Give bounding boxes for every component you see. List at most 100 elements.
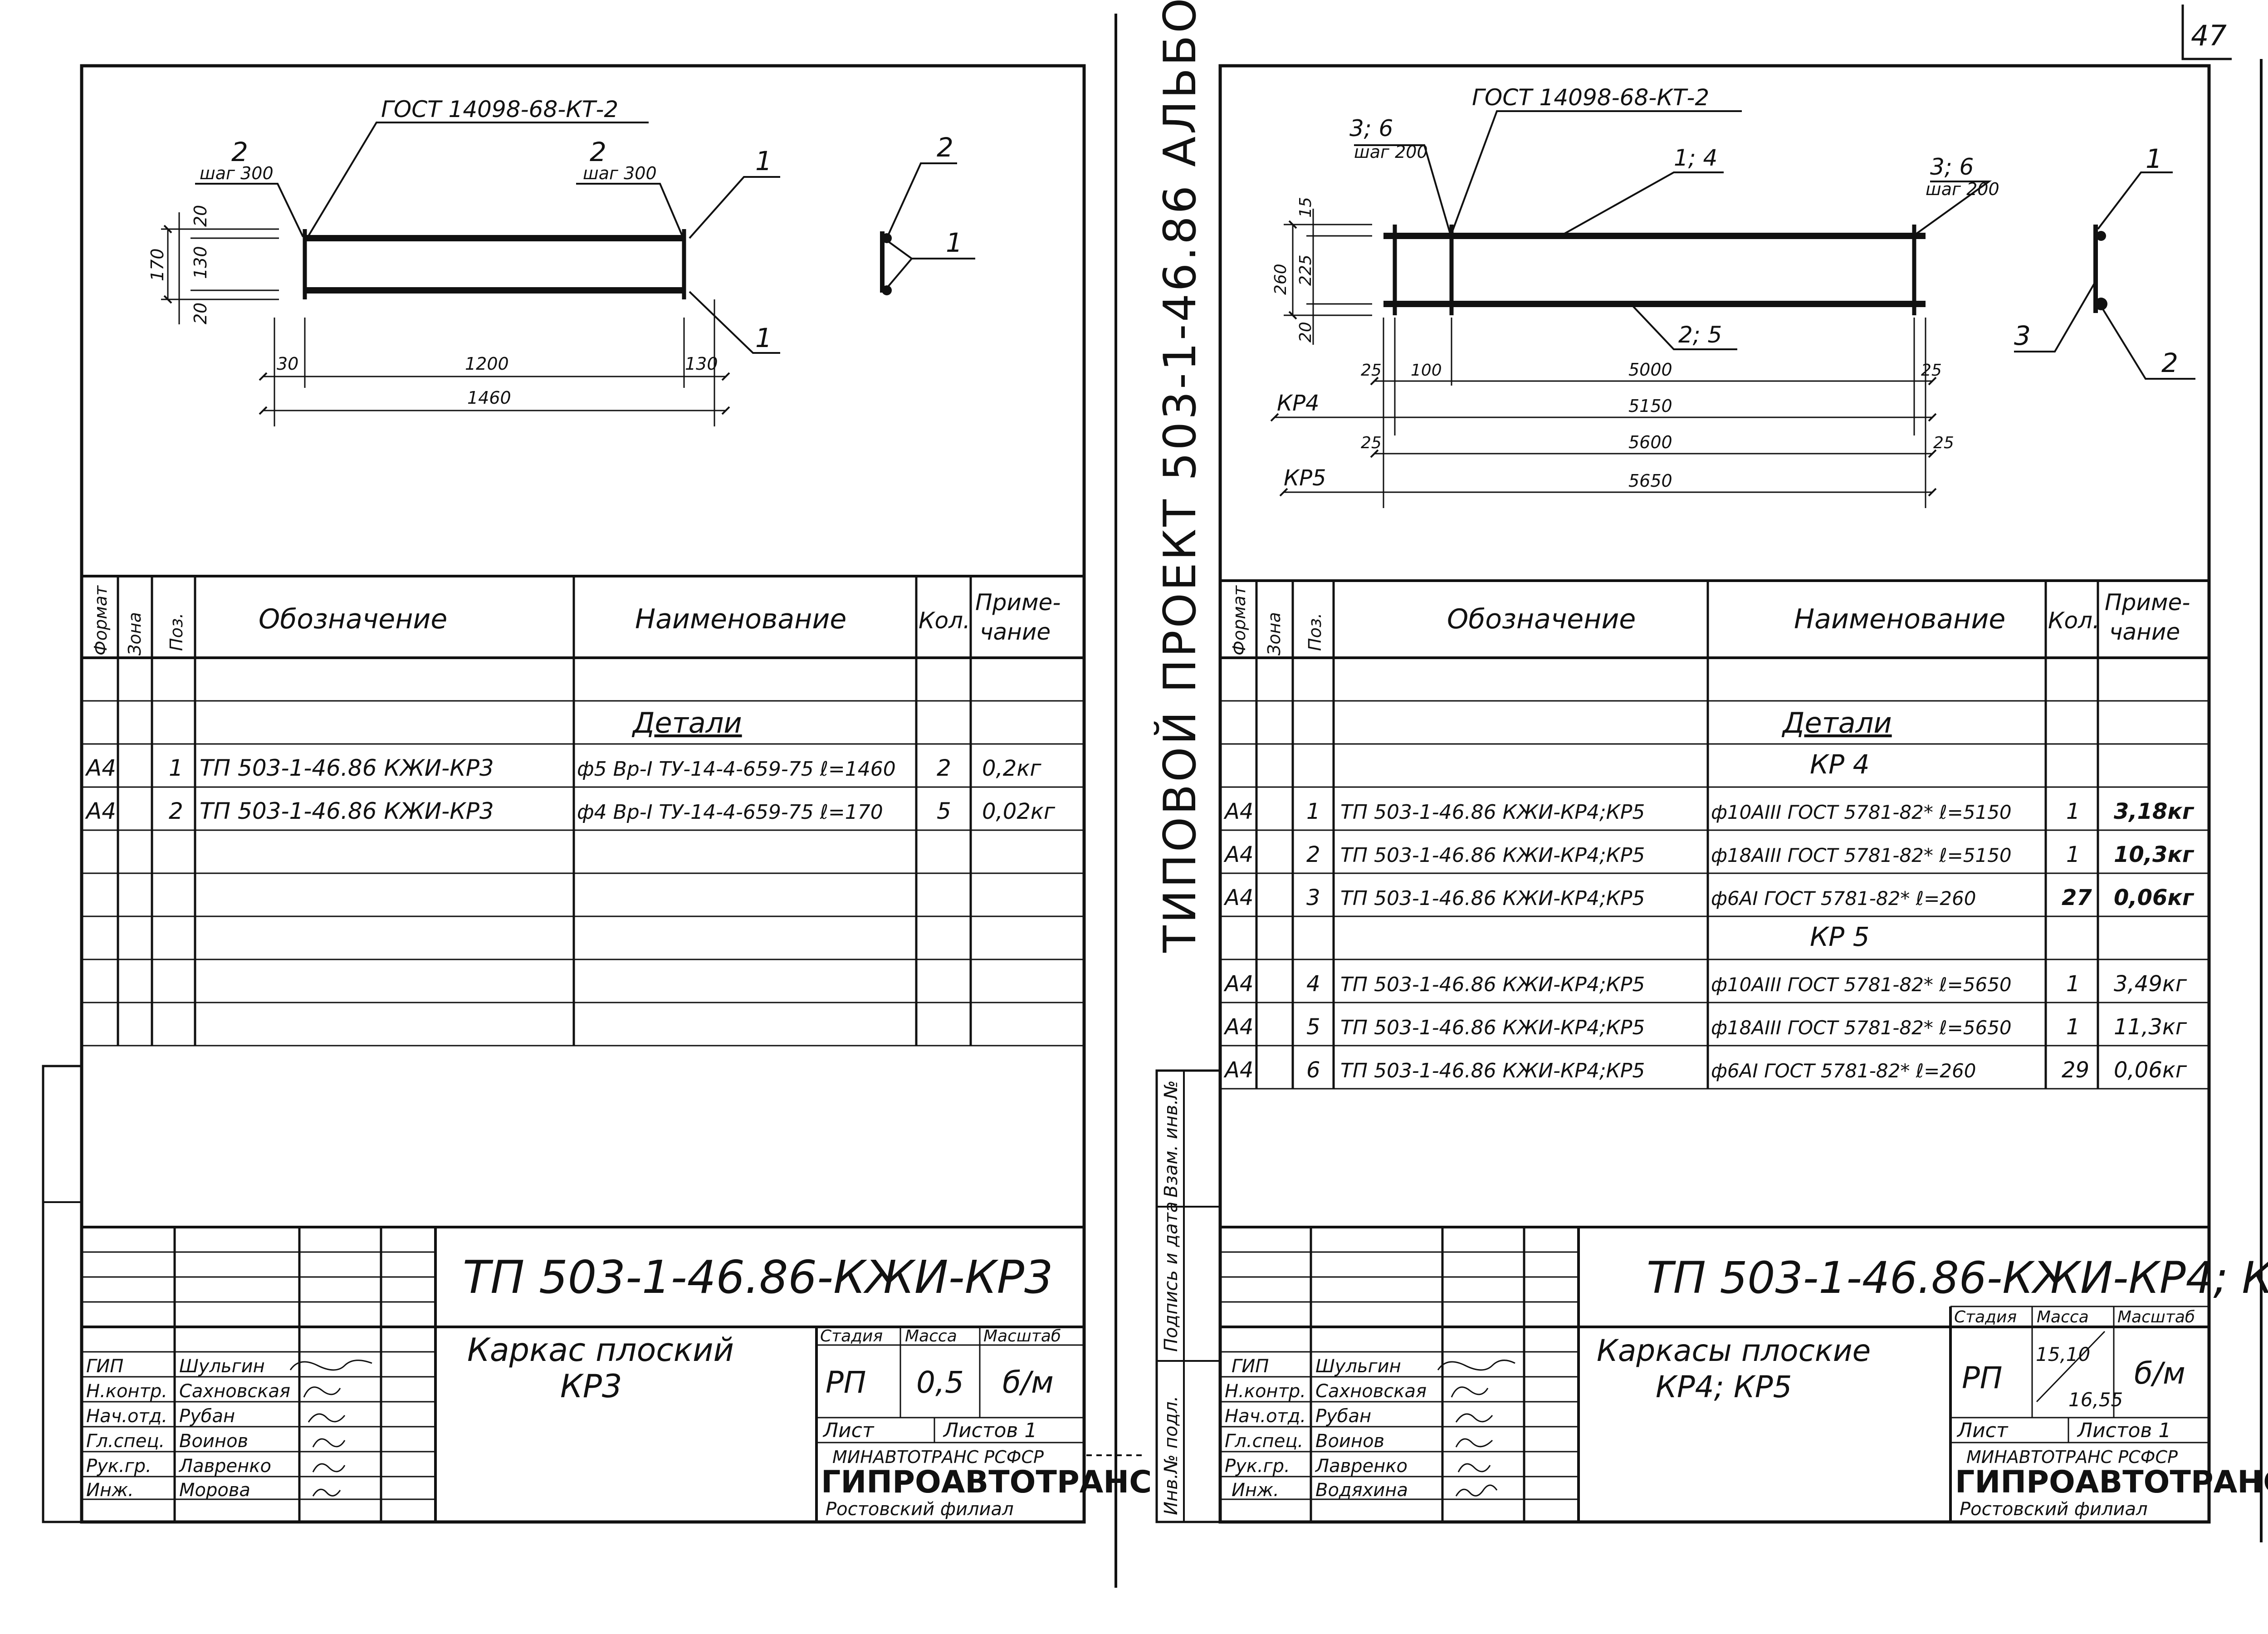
svg-text:1: 1 bbox=[755, 146, 772, 176]
signature-scribble bbox=[1455, 1484, 1498, 1497]
svg-text:КР4: КР4 bbox=[1277, 391, 1320, 416]
svg-text:А4: А4 bbox=[1223, 1057, 1253, 1083]
svg-text:100: 100 bbox=[1411, 361, 1442, 380]
svg-text:А4: А4 bbox=[85, 755, 116, 781]
side-stamp: Инв.№ подл. Подпись и дата Взам. инв.№ bbox=[1155, 1069, 1220, 1523]
left-frame-drawing: ГОСТ 14098-68-КТ-2 2 шаг 300 2 шаг 300 1… bbox=[147, 96, 975, 426]
signature-scribble bbox=[1451, 1386, 1489, 1398]
right-row-1: А4 1 ТП 503-1-46.86 КЖИ-КР4;КР5 ф10АIII … bbox=[1223, 799, 2195, 824]
signature-scribble bbox=[1457, 1463, 1491, 1473]
svg-text:Воинов: Воинов bbox=[1315, 1431, 1384, 1452]
svg-text:0,02кг: 0,02кг bbox=[982, 799, 1056, 824]
svg-text:27: 27 bbox=[2062, 885, 2092, 910]
right-hdr-kol: Кол. bbox=[2048, 607, 2100, 634]
left-row-2: А4 2 ТП 503-1-46.86 КЖИ-КР3 ф4 Вр-I ТУ-1… bbox=[85, 798, 1056, 824]
svg-text:5: 5 bbox=[1306, 1014, 1320, 1040]
svg-text:Гл.спец.: Гл.спец. bbox=[1225, 1431, 1303, 1452]
side-stamp-inv-podl: Инв.№ подл. bbox=[1161, 1396, 1182, 1515]
svg-text:Масса: Масса bbox=[2037, 1308, 2089, 1326]
svg-text:ГОСТ 14098-68-КТ-2: ГОСТ 14098-68-КТ-2 bbox=[1472, 84, 1709, 111]
svg-text:1; 4: 1; 4 bbox=[1674, 145, 1717, 171]
svg-text:ГИПРОАВТОТРАНС: ГИПРОАВТОТРАНС bbox=[821, 1464, 1152, 1500]
svg-text:225: 225 bbox=[1296, 254, 1315, 286]
svg-text:30: 30 bbox=[277, 354, 298, 374]
svg-text:МИНАВТОТРАНС РСФСР: МИНАВТОТРАНС РСФСР bbox=[832, 1447, 1044, 1467]
svg-text:ТП 503-1-46.86 КЖИ-КР4;КР5: ТП 503-1-46.86 КЖИ-КР4;КР5 bbox=[1340, 1016, 1645, 1039]
right-group-kr4: КР 4 bbox=[1810, 749, 1870, 780]
svg-text:ТП 503-1-46.86 КЖИ-КР3: ТП 503-1-46.86 КЖИ-КР3 bbox=[200, 755, 494, 781]
svg-text:б/м: б/м bbox=[2134, 1356, 2185, 1391]
svg-text:2: 2 bbox=[590, 137, 606, 167]
svg-text:Рубан: Рубан bbox=[1315, 1406, 1371, 1427]
svg-text:1: 1 bbox=[2066, 1014, 2080, 1040]
right-sheet: Инв.№ подл. Подпись и дата Взам. инв.№ bbox=[1155, 64, 2268, 1524]
right-doc-title-2: КР4; КР5 bbox=[1656, 1370, 1792, 1404]
svg-text:10,3кг: 10,3кг bbox=[2114, 842, 2195, 867]
svg-text:5: 5 bbox=[937, 798, 951, 824]
svg-text:шаг 300: шаг 300 bbox=[583, 163, 657, 183]
svg-text:Листов 1: Листов 1 bbox=[943, 1419, 1037, 1442]
svg-text:Н.контр.: Н.контр. bbox=[1225, 1381, 1306, 1402]
svg-text:Шульгин: Шульгин bbox=[1315, 1356, 1401, 1377]
svg-text:1: 1 bbox=[2066, 971, 2080, 997]
right-section-bar-top bbox=[2096, 231, 2106, 241]
svg-text:5150: 5150 bbox=[1628, 396, 1672, 416]
svg-text:1460: 1460 bbox=[467, 388, 511, 408]
svg-text:5600: 5600 bbox=[1628, 432, 1672, 452]
signature-scribble bbox=[312, 1463, 346, 1473]
svg-text:Стадия: Стадия bbox=[820, 1327, 883, 1345]
right-frame-drawing: ГОСТ 14098-68-КТ-2 3; 6 шаг 200 1; 4 3; … bbox=[1270, 84, 2195, 508]
svg-text:3; 6: 3; 6 bbox=[1930, 154, 1974, 180]
svg-text:ТП 503-1-46.86 КЖИ-КР4;КР5: ТП 503-1-46.86 КЖИ-КР4;КР5 bbox=[1340, 973, 1645, 996]
svg-text:15,10: 15,10 bbox=[2036, 1343, 2090, 1365]
svg-text:2: 2 bbox=[2161, 347, 2178, 378]
svg-text:шаг 300: шаг 300 bbox=[200, 163, 274, 183]
svg-text:МИНАВТОТРАНС РСФСР: МИНАВТОТРАНС РСФСР bbox=[1966, 1447, 2178, 1467]
svg-text:Сахновская: Сахновская bbox=[179, 1381, 290, 1402]
right-hdr-format: Формат bbox=[1229, 585, 1249, 656]
svg-text:ф4 Вр-I ТУ-14-4-659-75 ℓ=170: ф4 Вр-I ТУ-14-4-659-75 ℓ=170 bbox=[577, 801, 883, 824]
svg-text:Сахновская: Сахновская bbox=[1315, 1381, 1427, 1402]
page-number: 47 bbox=[2191, 19, 2227, 52]
left-hdr-prim-2: чание bbox=[980, 619, 1051, 645]
signature-scribble bbox=[312, 1438, 346, 1448]
svg-text:130: 130 bbox=[685, 354, 718, 374]
right-row-3: А4 3 ТП 503-1-46.86 КЖИ-КР4;КР5 ф6АI ГОС… bbox=[1223, 885, 2195, 910]
svg-text:ГИП: ГИП bbox=[1232, 1356, 1269, 1377]
signature-scribble bbox=[1437, 1360, 1515, 1371]
svg-text:шаг 200: шаг 200 bbox=[1926, 179, 1999, 199]
svg-text:ТП 503-1-46.86 КЖИ-КР4;КР5: ТП 503-1-46.86 КЖИ-КР4;КР5 bbox=[1340, 1059, 1645, 1082]
svg-text:Водяхина: Водяхина bbox=[1315, 1480, 1408, 1501]
svg-text:ТП 503-1-46.86 КЖИ-КР3: ТП 503-1-46.86 КЖИ-КР3 bbox=[200, 798, 494, 824]
right-doc-title-1: Каркасы плоские bbox=[1597, 1333, 1871, 1368]
signature-scribble bbox=[312, 1488, 341, 1497]
svg-text:2: 2 bbox=[1306, 842, 1320, 867]
left-section-bar-bot bbox=[882, 285, 892, 295]
svg-text:2: 2 bbox=[169, 798, 183, 824]
svg-text:2: 2 bbox=[937, 132, 953, 163]
left-spec-table: Формат Зона Поз. Обозначение Наименовани… bbox=[82, 575, 1084, 1047]
svg-text:ГОСТ 14098-68-КТ-2: ГОСТ 14098-68-КТ-2 bbox=[381, 96, 618, 122]
svg-text:11,3кг: 11,3кг bbox=[2114, 1014, 2187, 1040]
right-row-5: А4 5 ТП 503-1-46.86 КЖИ-КР4;КР5 ф18АIII … bbox=[1223, 1014, 2187, 1040]
svg-text:29: 29 bbox=[2062, 1057, 2089, 1083]
svg-text:Инж.: Инж. bbox=[86, 1480, 134, 1501]
left-section-detali: Детали bbox=[631, 706, 742, 739]
svg-text:2: 2 bbox=[231, 137, 248, 167]
left-row-1: А4 1 ТП 503-1-46.86 КЖИ-КР3 ф5 Вр-I ТУ-1… bbox=[85, 755, 1041, 781]
svg-text:КР5: КР5 bbox=[1284, 465, 1326, 491]
svg-text:Листов 1: Листов 1 bbox=[2077, 1419, 2171, 1442]
side-stamp-podpis: Подпись и дата bbox=[1161, 1202, 1182, 1352]
svg-text:б/м: б/м bbox=[1002, 1365, 1054, 1400]
right-hdr-naimenovanie: Наименование bbox=[1794, 603, 2005, 635]
signature-scribble bbox=[308, 1413, 346, 1423]
svg-text:Рубан: Рубан bbox=[179, 1406, 235, 1427]
svg-text:Ростовский филиал: Ростовский филиал bbox=[1960, 1499, 2148, 1520]
svg-text:16,55: 16,55 bbox=[2068, 1389, 2123, 1411]
svg-text:20: 20 bbox=[1296, 322, 1315, 342]
left-sheet: ГОСТ 14098-68-КТ-2 2 шаг 300 2 шаг 300 1… bbox=[42, 64, 1152, 1524]
svg-text:ф18АIII ГОСТ 5781-82* ℓ=5650: ф18АIII ГОСТ 5781-82* ℓ=5650 bbox=[1711, 1017, 2012, 1039]
svg-text:1: 1 bbox=[169, 755, 183, 781]
svg-text:ф10АIII ГОСТ 5781-82* ℓ=5150: ф10АIII ГОСТ 5781-82* ℓ=5150 bbox=[1711, 801, 2012, 823]
svg-text:1: 1 bbox=[2066, 842, 2080, 867]
